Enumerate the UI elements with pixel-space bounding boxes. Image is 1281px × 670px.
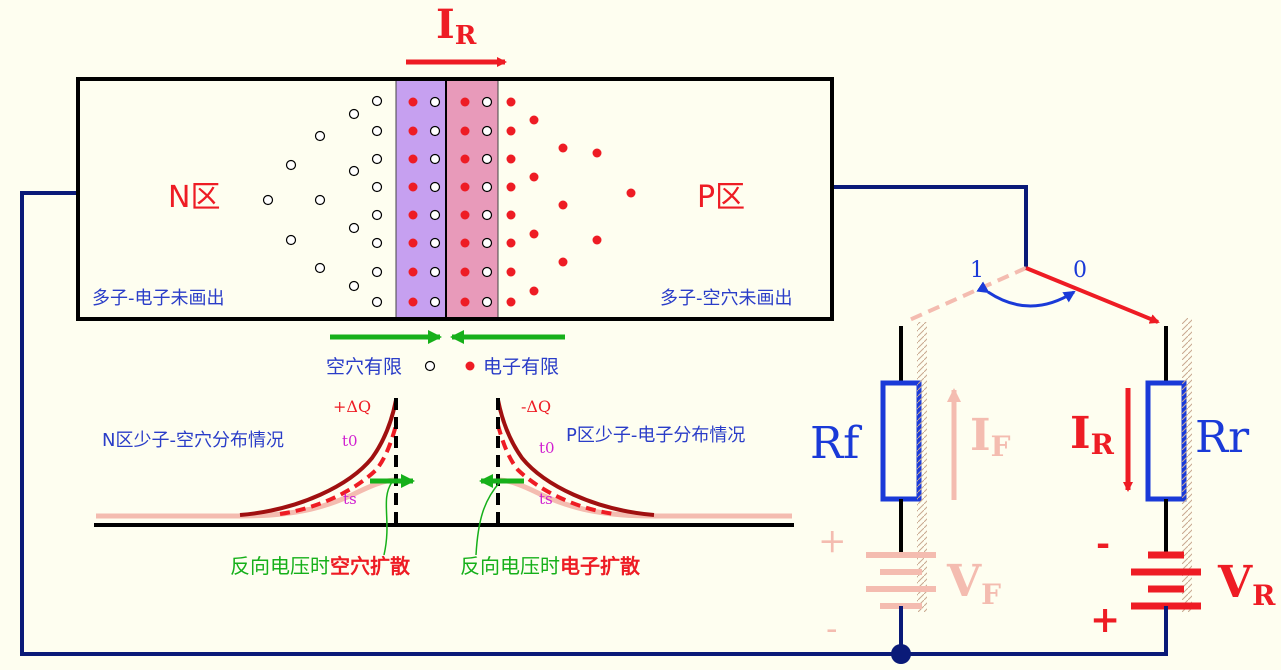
limited-holes-label: 空穴有限 (326, 356, 402, 378)
if-label: IF (970, 410, 1011, 463)
limited-electrons-label: 电子有限 (483, 356, 559, 378)
n-majority-note: 多子-电子未画出 (92, 288, 225, 309)
p-region-label: P区 (697, 180, 745, 215)
forward-branch (866, 322, 961, 654)
ts-left: ts (343, 490, 357, 508)
resistor-rr (1145, 380, 1187, 502)
p-minority-label: P区少子-电子分布情况 (566, 425, 745, 446)
vf-label: VF (946, 556, 1001, 611)
switch-pos-1: 1 (970, 258, 984, 283)
hole-diffusion-label: 反向电压时空穴扩散 (230, 554, 411, 578)
switch (904, 266, 1160, 324)
hole-symbol (424, 360, 436, 372)
p-depletion-region (446, 81, 498, 317)
minus-dq-label: -ΔQ (521, 397, 551, 416)
resistor-rf (880, 380, 922, 502)
vf-plus: + (818, 521, 847, 561)
plus-dq-label: +ΔQ (333, 397, 371, 416)
reverse-branch (1123, 318, 1201, 654)
vr-minus: - (1096, 524, 1110, 564)
rf-label: Rf (810, 418, 862, 469)
n-minority-label: N区少子-空穴分布情况 (102, 430, 284, 451)
p-majority-note: 多子-空穴未画出 (660, 288, 793, 309)
n-region-holes (262, 95, 493, 308)
ir-label-top: IR (436, 1, 477, 51)
vr-plus: + (1090, 599, 1120, 641)
t0-right: t0 (539, 439, 555, 457)
n-region-label: N区 (168, 180, 220, 215)
electron-diffusion-label: 反向电压时电子扩散 (460, 554, 641, 578)
n-depletion-region (396, 81, 446, 317)
electron-symbol (465, 361, 475, 371)
electrons (408, 97, 636, 307)
vf-minus: - (826, 609, 838, 649)
minority-distribution (94, 398, 794, 556)
t0-left: t0 (342, 432, 358, 450)
switch-pos-0: 0 (1073, 258, 1087, 283)
vr-label: VR (1217, 557, 1276, 612)
rr-label: Rr (1195, 412, 1250, 463)
ir-label-branch: IR (1070, 408, 1115, 461)
ts-right: ts (539, 490, 553, 508)
